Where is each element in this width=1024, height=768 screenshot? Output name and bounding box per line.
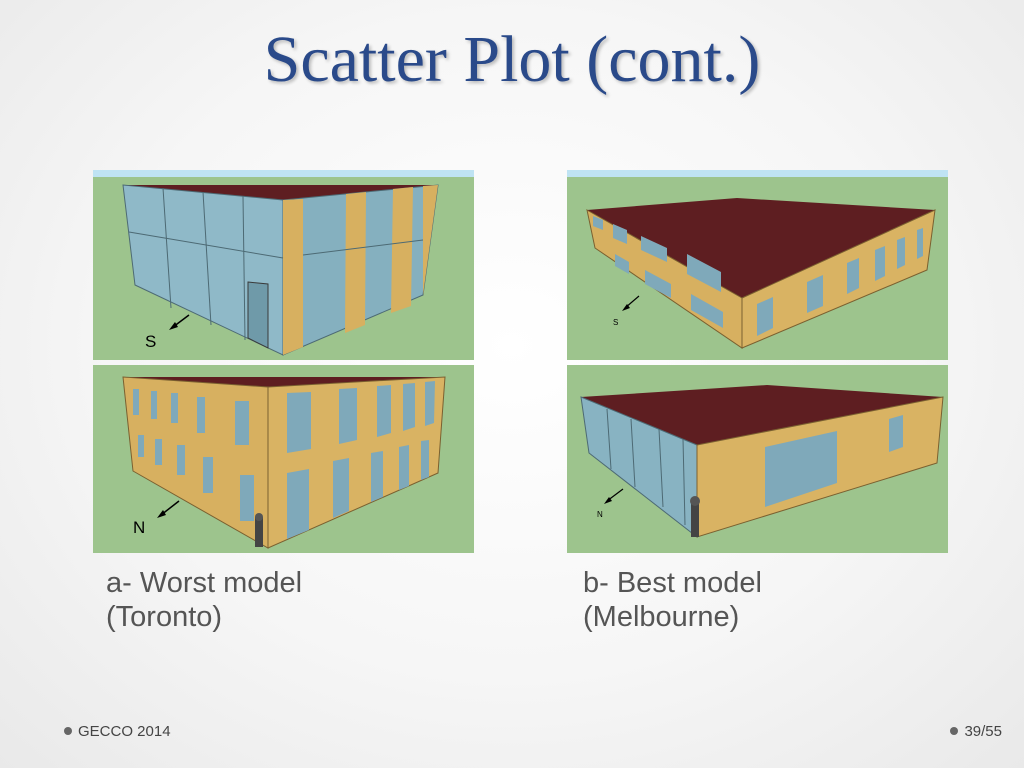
direction-label-south-small: S: [613, 318, 618, 327]
caption-best-line2: (Melbourne): [583, 601, 740, 633]
caption-worst-line1: a- Worst model: [106, 567, 303, 599]
footer-conference-text: GECCO 2014: [78, 723, 171, 740]
direction-label-south: S: [145, 332, 156, 351]
slide-title: Scatter Plot (cont.): [263, 23, 761, 96]
caption-worst-model: a- Worst model (Toronto): [106, 566, 302, 634]
caption-best-model: b- Best model (Melbourne): [583, 566, 762, 634]
worst-model-south-view: S: [93, 170, 474, 360]
caption-worst-line2: (Toronto): [106, 601, 223, 633]
best-model-south-view: S: [567, 170, 948, 360]
footer-page-number: 39/55: [950, 723, 1002, 740]
footer-conference: GECCO 2014: [64, 723, 171, 740]
direction-label-north: N: [133, 518, 145, 537]
best-model-north-view: N: [567, 365, 948, 553]
worst-model-north-view: N: [93, 365, 474, 553]
page-number-text: 39/55: [964, 723, 1002, 740]
bullet-icon: [950, 727, 959, 735]
direction-label-north-small: N: [597, 510, 603, 519]
caption-best-line1: b- Best model: [583, 567, 762, 599]
bullet-icon: [64, 727, 72, 735]
